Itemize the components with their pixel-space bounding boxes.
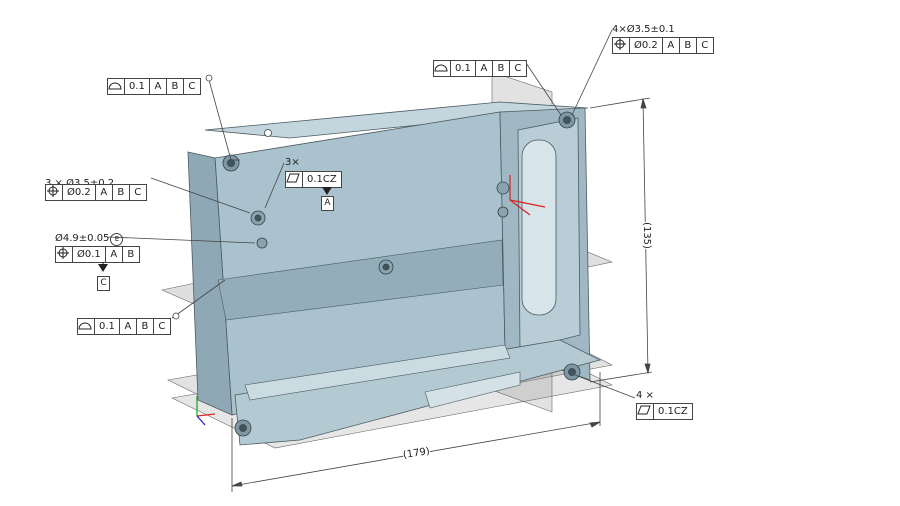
fcf-datum: C (701, 40, 709, 51)
hole-top-small (264, 129, 272, 137)
position-icon (613, 38, 630, 53)
fcf-position-49: Ø0.1 A B (55, 246, 140, 263)
fcf-tolerance: Ø0.1 (73, 247, 106, 262)
fcf-datum: A (120, 319, 137, 334)
fcf-datum: B (137, 319, 154, 334)
flatness-icon (637, 404, 654, 419)
fcf-datum: C (514, 63, 522, 74)
global-axis-icon (196, 396, 216, 426)
fcf-profile-right: 0.1 A B C (433, 60, 527, 77)
hole-top-left (222, 154, 240, 172)
fcf-flatness-bottom: 0.1CZ (636, 403, 693, 420)
fcf-tolerance: 0.1CZ (658, 406, 688, 417)
fcf-flatness-a: 0.1CZ (285, 171, 342, 188)
hole-front-c (378, 259, 394, 275)
fcf-datum: B (680, 38, 697, 53)
fcf-tolerance: Ø0.2 (63, 185, 96, 200)
profile-surface-icon (78, 319, 95, 334)
fcf-tolerance: 0.1 (451, 61, 476, 76)
hole-front-b (256, 237, 268, 249)
datum-c-box: C (97, 276, 110, 291)
part-front-band (217, 239, 504, 321)
datum-a-box: A (321, 196, 334, 211)
position-icon (56, 247, 73, 262)
note-4x-hole: 4×Ø3.5±0.1 (612, 24, 675, 35)
fcf-datum: A (106, 247, 123, 262)
envelope-modifier-icon: E (110, 233, 124, 246)
hole-front-a (250, 210, 266, 226)
leader-lines (107, 29, 636, 399)
fcf-tolerance: 0.1 (95, 319, 120, 334)
part-bottom-step (424, 371, 521, 409)
fcf-datum: B (493, 61, 510, 76)
dim-height-value: (135) (640, 222, 652, 249)
fcf-datum: A (476, 61, 493, 76)
profile-surface-icon (434, 61, 451, 76)
hole-bottom-left (234, 419, 252, 437)
fcf-tolerance: Ø0.2 (630, 38, 663, 53)
local-axis-icon (509, 175, 546, 216)
fcf-profile-top: 0.1 A B C (107, 78, 201, 95)
hole-top-right (558, 111, 576, 129)
fcf-datum: C (134, 187, 142, 198)
fcf-datum: C (188, 81, 196, 92)
fcf-datum: B (113, 185, 130, 200)
fcf-tolerance: 0.1 (125, 79, 150, 94)
fcf-datum: A (150, 79, 167, 94)
fcf-datum: A (663, 38, 680, 53)
profile-surface-icon (108, 79, 125, 94)
fcf-position-4x: Ø0.2 A B C (612, 37, 714, 54)
hole-side-d (496, 181, 510, 218)
fcf-position-3x: Ø0.2 A B C (45, 184, 147, 201)
part-slot-opening (521, 139, 557, 316)
fcf-datum: B (127, 249, 135, 260)
fcf-tolerance: 0.1CZ (307, 174, 337, 185)
flatness-icon (286, 172, 303, 187)
note-3x-label: 3× (285, 157, 300, 168)
dim-height-lines (589, 97, 653, 383)
fcf-datum: B (167, 79, 184, 94)
fcf-datum: C (158, 321, 166, 332)
part-top-face (204, 101, 589, 139)
note-3x-hole: 3 × Ø3.5±0.2 (45, 178, 114, 189)
note-49-text: Ø4.9±0.05 (55, 233, 110, 244)
hole-bottom-right (563, 363, 581, 381)
part-bottom-rail (244, 344, 511, 401)
part-left-face (187, 151, 233, 416)
fcf-datum: A (96, 185, 113, 200)
note-4x-bottom: 4 × (636, 390, 654, 401)
position-icon (46, 185, 63, 200)
fcf-profile-left: 0.1 A B C (77, 318, 171, 335)
